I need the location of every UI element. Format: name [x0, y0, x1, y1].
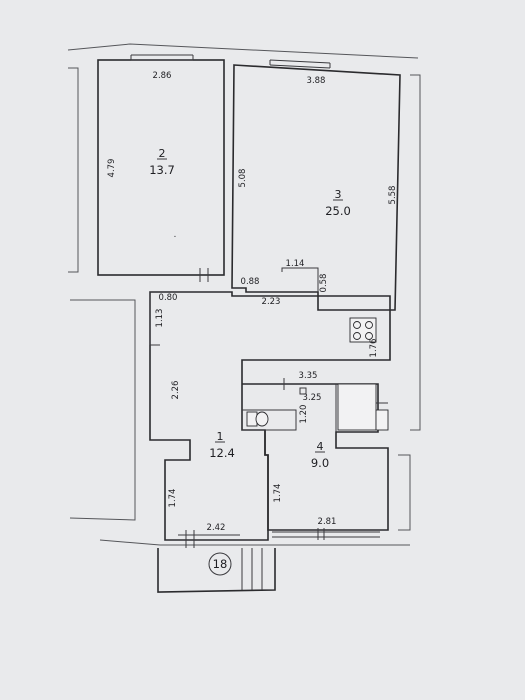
room-area: 9.0 [311, 456, 329, 470]
room-number: 2 [159, 147, 166, 160]
room-number: 3 [335, 188, 342, 201]
room-number: 1 [217, 430, 224, 443]
room-3-label: 3 25.0 [325, 188, 351, 218]
stamp-number: 18 [213, 557, 228, 571]
dimension-label: 1.76 [369, 339, 379, 358]
dimension-label: 2.23 [262, 297, 281, 307]
dimension-label: 5.08 [238, 169, 248, 188]
dimension-label: 1.74 [273, 484, 283, 503]
dimension-label: 2.86 [153, 71, 172, 81]
room-1-label: 1 12.4 [209, 430, 235, 460]
svg-text:.: . [174, 230, 177, 240]
sink-icon [375, 409, 389, 431]
room-area: 13.7 [149, 163, 175, 177]
room-3-walls [231, 59, 401, 311]
entrance-porch [157, 548, 276, 593]
dimension-label: 3.35 [299, 371, 318, 381]
dimension-label: 3.25 [303, 393, 322, 403]
dimension-label: 1.74 [168, 489, 178, 508]
room-2-walls [97, 54, 225, 276]
bathtub-icon [337, 383, 377, 431]
room-number: 4 [317, 440, 324, 453]
toilet-icon [246, 411, 269, 427]
dimension-label: 0.58 [319, 274, 329, 293]
dimension-label: 2.42 [207, 523, 226, 533]
dimension-label: 5.58 [388, 186, 398, 205]
dimension-label: 1.13 [155, 309, 165, 328]
room-2-label: 2 13.7 . [149, 147, 176, 240]
dimension-label: 0.88 [241, 277, 260, 287]
dimension-label: 4.79 [107, 159, 117, 178]
room-4-label: 4 9.0 [311, 440, 329, 470]
room-area: 12.4 [209, 446, 235, 460]
stove-icon [349, 317, 377, 343]
dimension-labels: 2.86 4.79 3.88 5.08 5.58 1.14 0.88 0.58 … [107, 71, 398, 533]
room-area: 25.0 [325, 204, 351, 218]
dimension-label: 3.88 [307, 76, 326, 86]
dimension-label: 1.20 [299, 405, 309, 424]
dimension-label: 0.80 [159, 293, 178, 303]
dimension-label: 2.81 [318, 517, 337, 527]
building-outline [67, 43, 421, 546]
window-bottom [178, 528, 380, 548]
dimension-label: 2.26 [171, 381, 181, 400]
dimension-label: 1.14 [286, 259, 305, 269]
